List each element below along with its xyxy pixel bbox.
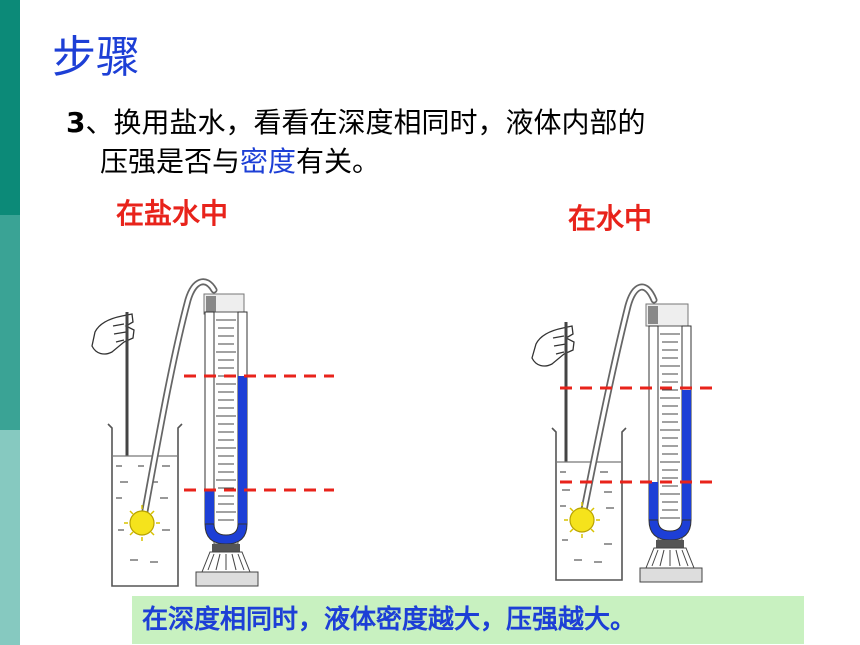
right-probe-head-icon bbox=[564, 502, 600, 538]
question-keyword-density: 密度 bbox=[240, 145, 297, 178]
left-apparatus bbox=[91, 278, 334, 587]
left-beaker bbox=[107, 423, 183, 587]
right-beaker bbox=[551, 427, 627, 581]
sidebar-band-top bbox=[0, 0, 20, 215]
left-u-tube-manometer bbox=[195, 293, 259, 587]
left-probe-head-icon bbox=[124, 505, 160, 541]
label-water: 在水中 bbox=[568, 202, 653, 235]
question-line-2: 压强是否与密度有关。 bbox=[100, 143, 380, 181]
right-hand-icon bbox=[531, 325, 575, 367]
question-line-1: 3、换用盐水，看看在深度相同时，液体内部的 bbox=[66, 104, 646, 142]
right-apparatus bbox=[531, 283, 712, 583]
sidebar-band-middle bbox=[0, 215, 20, 430]
conclusion-box: 在深度相同时，液体密度越大，压强越大。 bbox=[132, 596, 804, 644]
left-hand-icon bbox=[91, 313, 135, 355]
right-u-tube-manometer bbox=[639, 303, 703, 583]
question-text-2b: 有关。 bbox=[296, 145, 381, 178]
label-salt-water: 在盐水中 bbox=[116, 197, 229, 230]
question-text-1: 、换用盐水，看看在深度相同时，液体内部的 bbox=[85, 106, 646, 139]
conclusion-text: 在深度相同时，液体密度越大，压强越大。 bbox=[142, 605, 637, 635]
sidebar-band-bottom bbox=[0, 430, 20, 645]
question-text-2a: 压强是否与 bbox=[100, 145, 241, 178]
slide-sidebar bbox=[0, 0, 20, 645]
question-number: 3 bbox=[66, 106, 86, 139]
slide-title: 步骤 bbox=[52, 32, 140, 83]
